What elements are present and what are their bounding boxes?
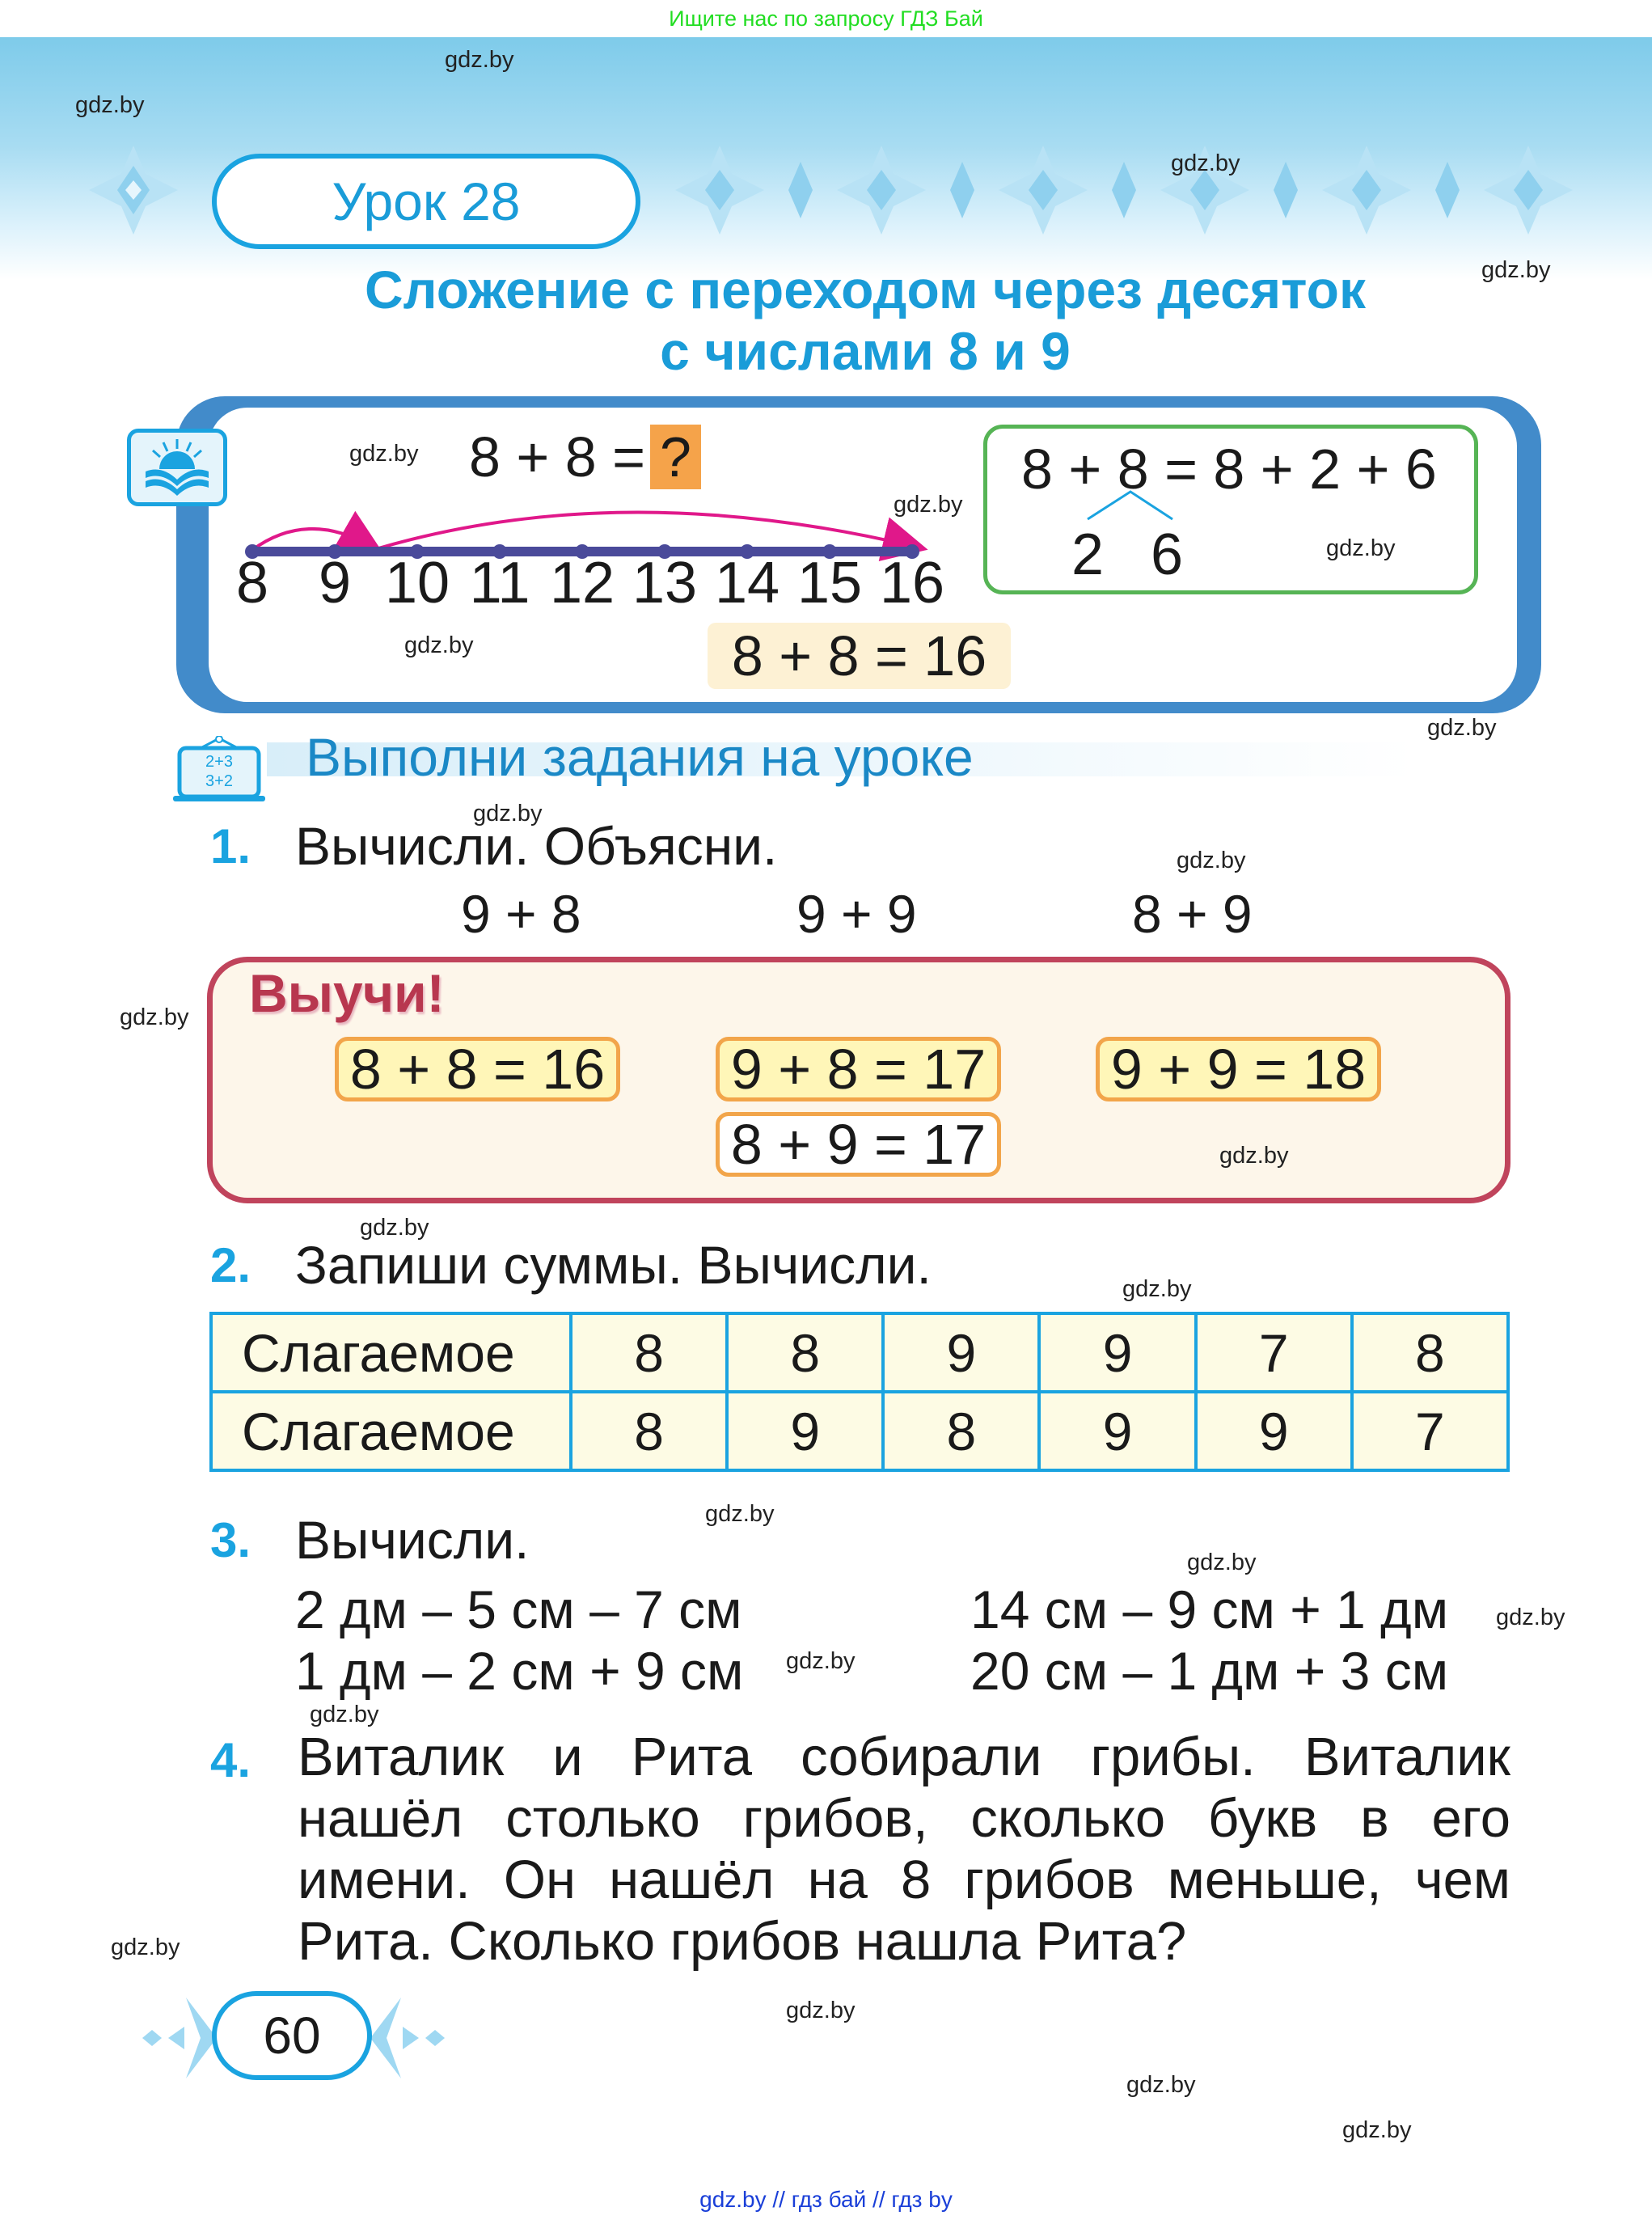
table-row: Слагаемое 8 9 8 9 9 7 <box>209 1390 1510 1472</box>
watermark: gdz.by <box>786 1648 856 1674</box>
watermark: gdz.by <box>1427 715 1497 741</box>
task-3-expression: 2 дм – 5 см – 7 см <box>295 1579 742 1639</box>
task-2-number: 2. <box>210 1238 251 1292</box>
task-4-text: Виталик и Рита собирали грибы. Виталик н… <box>298 1727 1510 1972</box>
fact-card: 8 + 8 = 16 <box>335 1037 620 1101</box>
part-value: 6 <box>1151 522 1184 587</box>
task-3-number: 3. <box>210 1513 251 1567</box>
watermark: gdz.by <box>120 1004 189 1030</box>
watermark: gdz.by <box>1126 2072 1196 2098</box>
watermark: gdz.by <box>1122 1276 1192 1302</box>
number-label: 10 <box>384 551 450 615</box>
row-label: Слагаемое <box>209 1390 572 1472</box>
task-1-expression: 8 + 9 <box>1132 884 1253 944</box>
watermark: gdz.by <box>1187 1550 1257 1575</box>
table-cell: 9 <box>1037 1390 1198 1472</box>
lesson-label: Урок 28 <box>332 171 521 231</box>
task-4-number: 4. <box>210 1733 251 1787</box>
decomposition-equation: 8 + 8 = 8 + 2 + 6 <box>1021 438 1437 501</box>
chalkboard-icon: 2+3 3+2 <box>171 735 267 802</box>
watermark: gdz.by <box>894 492 963 518</box>
number-label: 8 <box>235 551 269 615</box>
search-banner: Ищите нас по запросу ГДЗ Бай <box>0 0 1652 37</box>
number-label: 12 <box>549 551 615 615</box>
decomposition-box <box>983 425 1478 594</box>
number-label: 9 <box>318 551 352 615</box>
number-line <box>245 510 928 562</box>
table-cell: 7 <box>1194 1312 1354 1393</box>
question-expression: 8 + 8 = <box>469 425 645 488</box>
learn-title: Выучи! <box>249 963 445 1023</box>
section-band <box>267 742 1415 776</box>
watermark: gdz.by <box>1481 257 1551 283</box>
footer-links: gdz.by // гдз бай // гдз by <box>699 2187 953 2212</box>
number-label: 16 <box>879 551 945 615</box>
title-line-1: Сложение с переходом через десяток <box>365 260 1366 319</box>
part-value: 2 <box>1071 522 1105 587</box>
svg-text:3+2: 3+2 <box>205 772 233 790</box>
ornament-band-icon <box>675 146 1573 235</box>
task-1-number: 1. <box>210 819 251 873</box>
watermark: gdz.by <box>1219 1143 1289 1169</box>
lesson-number-badge: Урок 28 <box>212 154 640 249</box>
task-2-text: Запиши суммы. Вычисли. <box>295 1235 932 1295</box>
task-1-text: Вычисли. Объясни. <box>295 816 778 876</box>
number-label: 13 <box>632 551 698 615</box>
number-label: 11 <box>469 551 530 615</box>
table-cell: 8 <box>1350 1312 1510 1393</box>
watermark: gdz.by <box>445 47 514 73</box>
watermark: gdz.by <box>75 92 145 118</box>
table-cell: 9 <box>1194 1390 1354 1472</box>
number-label: 14 <box>714 551 780 615</box>
watermark: gdz.by <box>705 1501 775 1527</box>
split-lines <box>1087 490 1173 521</box>
search-banner-text: Ищите нас по запросу ГДЗ Бай <box>669 6 983 31</box>
watermark: gdz.by <box>1342 2117 1412 2143</box>
table-cell: 9 <box>881 1312 1041 1393</box>
watermark: gdz.by <box>360 1215 429 1241</box>
task-3-expression: 14 см – 9 см + 1 дм <box>970 1579 1449 1639</box>
question-equation: 8 + 8 =? <box>469 425 701 489</box>
page-number: 60 <box>212 1991 372 2080</box>
table-cell: 9 <box>725 1390 885 1472</box>
page-title: Сложение с переходом через десяток с чис… <box>162 259 1569 382</box>
task-3-expression: 20 см – 1 дм + 3 см <box>970 1641 1449 1701</box>
table-cell: 8 <box>568 1390 729 1472</box>
svg-text:2+3: 2+3 <box>205 753 233 771</box>
book-sun-icon <box>127 429 227 506</box>
watermark: gdz.by <box>1171 150 1240 176</box>
row-label: Слагаемое <box>209 1312 572 1393</box>
number-label: 15 <box>796 551 863 615</box>
table-cell: 8 <box>725 1312 885 1393</box>
task-1-expression: 9 + 9 <box>796 884 917 944</box>
watermark: gdz.by <box>473 801 543 827</box>
watermark: gdz.by <box>111 1934 180 1960</box>
watermark: gdz.by <box>1326 535 1396 561</box>
watermark: gdz.by <box>1177 848 1246 873</box>
section-title: Выполни задания на уроке <box>306 727 974 787</box>
watermark: gdz.by <box>1496 1605 1565 1630</box>
ornament-icon <box>89 146 178 235</box>
watermark: gdz.by <box>310 1702 379 1727</box>
watermark: gdz.by <box>349 441 419 467</box>
table-cell: 7 <box>1350 1390 1510 1472</box>
watermark: gdz.by <box>786 1998 856 2023</box>
table-cell: 9 <box>1037 1312 1198 1393</box>
fact-card: 9 + 8 = 17 <box>716 1037 1001 1101</box>
page-ornament-icon <box>142 1998 445 2078</box>
table-cell: 8 <box>568 1312 729 1393</box>
table-cell: 8 <box>881 1390 1041 1472</box>
watermark: gdz.by <box>404 632 474 658</box>
title-line-2: с числами 8 и 9 <box>660 321 1071 381</box>
table-row: Слагаемое 8 8 9 9 7 8 <box>209 1312 1510 1393</box>
addends-table: Слагаемое 8 8 9 9 7 8 Слагаемое 8 9 8 9 … <box>209 1312 1510 1472</box>
fact-card: 8 + 9 = 17 <box>716 1112 1001 1177</box>
task-3-expression: 1 дм – 2 см + 9 см <box>295 1641 744 1701</box>
task-3-text: Вычисли. <box>295 1510 530 1570</box>
answer-box: 8 + 8 = 16 <box>708 623 1011 689</box>
fact-card: 9 + 9 = 18 <box>1096 1037 1381 1101</box>
task-1-expression: 9 + 8 <box>461 884 581 944</box>
unknown-box: ? <box>649 425 701 489</box>
